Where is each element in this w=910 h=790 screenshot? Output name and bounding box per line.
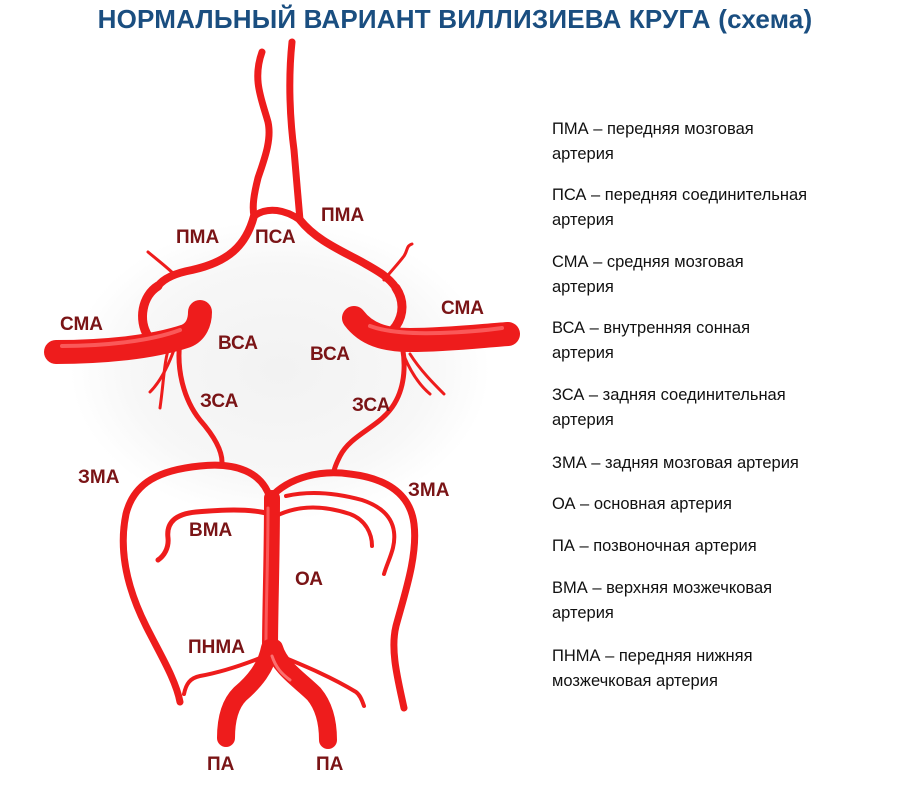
small-branch-right-1 [408, 352, 446, 396]
pma-left-distal [249, 48, 273, 220]
label-sma-right: СМА [441, 298, 484, 319]
legend-item-oa: ОА – основная артерия [552, 495, 732, 513]
pma-left-proximal [154, 212, 258, 290]
zma-left-vessel [119, 461, 274, 706]
label-vsa-left: ВСА [218, 333, 258, 354]
label-zma-left: ЗМА [78, 467, 120, 488]
label-sma-left: СМА [60, 314, 103, 335]
label-zsa-left: ЗСА [200, 391, 239, 412]
label-pma-left: ПМА [176, 227, 219, 248]
zma-right-branch [284, 491, 397, 576]
oa-highlight [264, 506, 270, 642]
small-branch-right-2 [402, 354, 432, 396]
legend-item-vma: ВМА – верхняя мозжечковая артерия [552, 579, 773, 622]
pa-right-vessel [265, 639, 337, 749]
label-pma-right: ПМА [321, 205, 364, 226]
oa-vessel [262, 490, 280, 658]
vma-right-vessel [274, 505, 374, 548]
sma-right-vessel [342, 306, 520, 353]
vma-left-vessel [155, 507, 273, 563]
small-branch-right-upper [382, 242, 414, 282]
legend-item-zsa: ЗСА – задняя соединительная артерия [552, 386, 786, 429]
pa-highlight [270, 654, 292, 682]
legend-item-psa: ПСА – передняя соединительная артерия [552, 186, 808, 229]
pnma-right-vessel [274, 652, 366, 708]
pma-right-proximal [296, 216, 400, 292]
pa-left-vessel [217, 639, 279, 747]
label-psa: ПСА [255, 227, 296, 248]
zsa-right-vessel [331, 327, 407, 475]
label-zma-right: ЗМА [408, 480, 450, 501]
legend-item-pa: ПА – позвоночная артерия [552, 537, 757, 555]
legend-item-sma: СМА – средняя мозговая артерия [552, 253, 744, 296]
label-pa-left: ПА [207, 754, 235, 775]
psa-vessel [250, 206, 304, 224]
vessel-labels: ПМА ПСА ПМА СМА СМА ВСА ВСА ЗСА ЗСА ЗМА … [60, 205, 484, 775]
pnma-left-vessel [182, 652, 272, 696]
legend-item-zma: ЗМА – задняя мозговая артерия [552, 454, 799, 472]
sma-left-highlight [60, 328, 182, 348]
pma-right-distal [286, 38, 304, 224]
label-zsa-right: ЗСА [352, 395, 391, 416]
label-vma: ВМА [189, 520, 233, 541]
sma-right-highlight [368, 324, 504, 336]
zsa-left-vessel [176, 337, 225, 465]
circle-of-willis-diagram: ПМА ПСА ПМА СМА СМА ВСА ВСА ЗСА ЗСА ЗМА … [44, 38, 520, 775]
background-halo [70, 220, 490, 520]
legend-item-vsa: ВСА – внутренняя сонная артерия [552, 319, 751, 362]
label-pnma: ПНМА [188, 637, 245, 658]
legend-item-pma: ПМА – передняя мозговая артерия [552, 120, 754, 163]
label-vsa-right: ВСА [310, 344, 350, 365]
small-branch-left-upper [146, 250, 178, 278]
label-oa: ОА [295, 569, 323, 590]
legend-item-pnma: ПНМА – передняя нижняя мозжечковая артер… [552, 647, 753, 690]
arteries [119, 38, 446, 712]
label-pa-right: ПА [316, 754, 344, 775]
page-title: НОРМАЛЬНЫЙ ВАРИАНТ ВИЛЛИЗИЕВА КРУГА (схе… [97, 4, 813, 34]
zma-right-vessel [266, 469, 419, 712]
sma-left-vessel [44, 300, 212, 364]
